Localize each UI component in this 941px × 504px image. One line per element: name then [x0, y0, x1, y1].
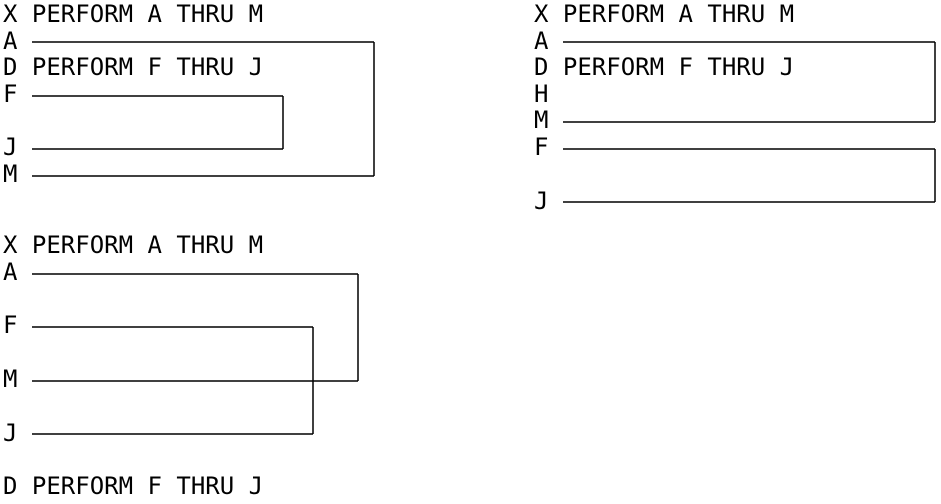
- diagram-sequential: X PERFORM A THRU M A D PERFORM F THRU J …: [534, 0, 936, 215]
- label-a: A: [3, 27, 18, 55]
- bracket-a-thru-m: [563, 41, 936, 123]
- label-m: M: [534, 106, 548, 134]
- statement-d-perform-f-thru-j: D PERFORM F THRU J: [3, 53, 263, 81]
- diagram-overlapping: X PERFORM A THRU M A F M J D PERFORM F T…: [3, 231, 359, 500]
- bracket-f-thru-j: [32, 326, 314, 435]
- bracket-f-thru-j: [563, 148, 936, 203]
- label-f: F: [3, 80, 17, 108]
- label-j: J: [3, 419, 17, 447]
- label-j: J: [534, 187, 548, 215]
- statement-d-perform-f-thru-j: D PERFORM F THRU J: [3, 472, 263, 500]
- label-a: A: [534, 27, 549, 55]
- label-m: M: [3, 160, 17, 188]
- bracket-a-thru-m: [32, 273, 359, 382]
- label-j: J: [3, 133, 17, 161]
- label-m: M: [3, 365, 17, 393]
- statement-x-perform-a-thru-m: X PERFORM A THRU M: [534, 0, 794, 28]
- bracket-f-thru-j: [32, 95, 284, 150]
- statement-x-perform-a-thru-m: X PERFORM A THRU M: [3, 0, 263, 28]
- bracket-a-thru-m: [32, 41, 375, 177]
- statement-d-perform-f-thru-j: D PERFORM F THRU J: [534, 53, 794, 81]
- label-f: F: [534, 133, 548, 161]
- label-h: H: [534, 80, 548, 108]
- label-a: A: [3, 258, 18, 286]
- label-f: F: [3, 311, 17, 339]
- diagram-nested: X PERFORM A THRU M A D PERFORM F THRU J …: [3, 0, 375, 188]
- statement-x-perform-a-thru-m: X PERFORM A THRU M: [3, 231, 263, 259]
